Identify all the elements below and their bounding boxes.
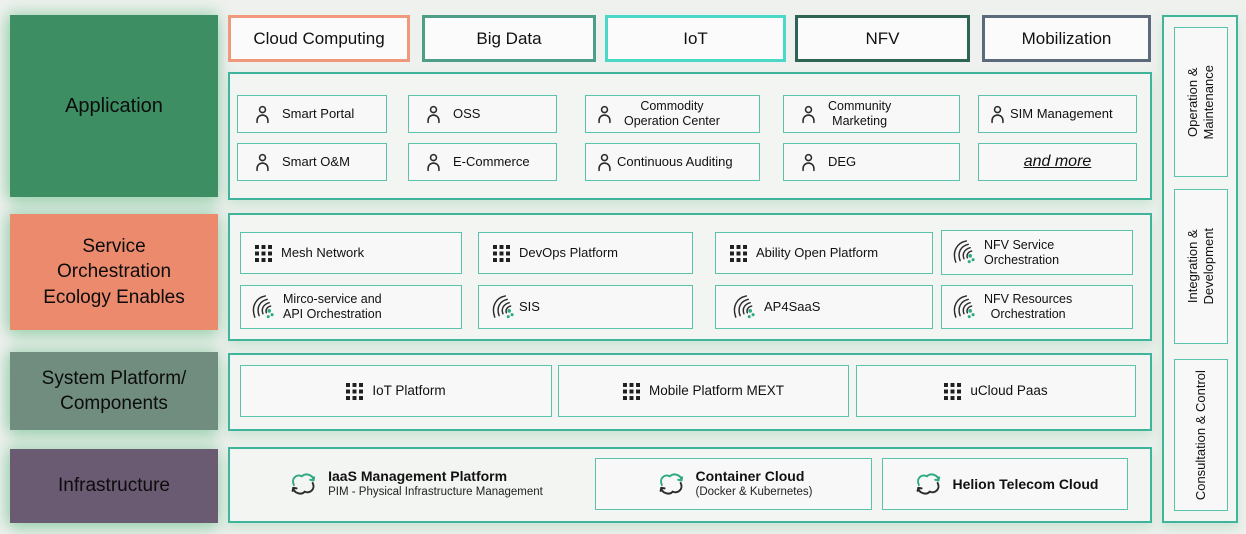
app-item-oss: OSS xyxy=(408,95,557,133)
grid-icon xyxy=(346,383,363,400)
tab-nfv: NFV xyxy=(795,15,970,62)
system-item-label: IoT Platform xyxy=(372,383,446,399)
side-panel-operation-maintenance: Operation & Maintenance xyxy=(1174,27,1228,177)
layer-label-system-platform: System Platform/ Components xyxy=(10,352,218,430)
system-item-ucloud-paas: uCloud Paas xyxy=(856,365,1136,417)
app-item-continuous-auditing: Continuous Auditing xyxy=(585,143,760,181)
orchestration-icon xyxy=(489,295,514,320)
person-icon xyxy=(987,104,1008,125)
tab-big-data: Big Data xyxy=(422,15,596,62)
service-item-nfv-resources-orchestration: NFV Resources Orchestration xyxy=(941,285,1133,329)
service-item-label: NFV Resources Orchestration xyxy=(984,292,1073,321)
grid-icon xyxy=(730,245,747,262)
app-item-label: Continuous Auditing xyxy=(617,154,733,170)
app-item-e-commerce: E-Commerce xyxy=(408,143,557,181)
orchestration-icon xyxy=(950,295,975,320)
system-item-label: Mobile Platform MEXT xyxy=(648,383,785,399)
side-panel-container: Operation & Maintenance Integration & De… xyxy=(1162,15,1238,523)
app-item-sim-management: SIM Management xyxy=(978,95,1137,133)
app-item-label: DEG xyxy=(828,154,857,170)
app-item-label: Smart Portal xyxy=(282,106,355,122)
app-item-smart-oandm: Smart O&M xyxy=(237,143,387,181)
person-icon xyxy=(798,152,819,173)
cloud-sync-icon xyxy=(287,471,319,497)
app-item-label: Community Marketing xyxy=(828,99,892,128)
service-item-label: Mesh Network xyxy=(281,245,365,261)
person-icon xyxy=(252,152,273,173)
person-icon xyxy=(594,152,615,173)
layer-label-infrastructure: Infrastructure xyxy=(10,449,218,523)
side-panel-label: Consultation & Control xyxy=(1192,369,1208,501)
service-item-label: AP4SaaS xyxy=(764,299,821,315)
app-item-label: and more xyxy=(1023,152,1092,170)
service-item-label: Ability Open Platform xyxy=(756,245,879,261)
app-item-commodity-operation-center: Commodity Operation Center xyxy=(585,95,760,133)
person-icon xyxy=(798,104,819,125)
service-item-devops-platform: DevOps Platform xyxy=(478,232,693,274)
grid-icon xyxy=(493,245,510,262)
infra-item-container-cloud: Container Cloud (Docker & Kubernetes) xyxy=(595,458,872,510)
orchestration-icon xyxy=(950,240,975,265)
cloud-sync-icon xyxy=(655,471,687,497)
side-panel-integration-development: Integration & Development xyxy=(1174,189,1228,344)
service-item-mesh-network: Mesh Network xyxy=(240,232,462,274)
grid-icon xyxy=(944,383,961,400)
person-icon xyxy=(594,104,615,125)
person-icon xyxy=(252,104,273,125)
infra-item-iaas-management: IaaS Management Platform PIM - Physical … xyxy=(250,458,580,510)
system-item-iot-platform: IoT Platform xyxy=(240,365,552,417)
service-item-nfv-service-orchestration: NFV Service Orchestration xyxy=(941,230,1133,275)
infra-item-title: Container Cloud xyxy=(695,468,805,485)
person-icon xyxy=(423,104,444,125)
side-panel-label: Operation & Maintenance xyxy=(1184,64,1217,140)
app-item-label: OSS xyxy=(453,106,481,122)
app-item-label: Smart O&M xyxy=(282,154,350,170)
service-item-label: SIS xyxy=(519,299,540,315)
service-item-label: NFV Service Orchestration xyxy=(984,237,1060,267)
system-item-label: uCloud Paas xyxy=(970,383,1048,399)
app-item-deg: DEG xyxy=(783,143,960,181)
tab-iot: IoT xyxy=(605,15,786,62)
app-item-smart-portal: Smart Portal xyxy=(237,95,387,133)
cloud-sync-icon xyxy=(912,471,944,497)
service-item-label: Mirco-service and API Orchestration xyxy=(283,292,382,321)
app-item-label: Commodity Operation Center xyxy=(624,99,720,128)
infra-item-title: IaaS Management Platform xyxy=(328,468,508,485)
system-item-mobile-platform-mext: Mobile Platform MEXT xyxy=(558,365,849,417)
person-icon xyxy=(423,152,444,173)
app-item-label: SIM Management xyxy=(1010,106,1113,122)
orchestration-icon xyxy=(249,295,274,320)
service-item-label: DevOps Platform xyxy=(519,245,618,261)
grid-icon xyxy=(255,245,272,262)
side-panel-consultation-control: Consultation & Control xyxy=(1174,359,1228,511)
grid-icon xyxy=(623,383,640,400)
infra-item-subtitle: (Docker & Kubernetes) xyxy=(695,486,813,499)
layer-label-application: Application xyxy=(10,15,218,197)
service-item-mircoservice-api-orchestration: Mirco-service and API Orchestration xyxy=(240,285,462,329)
orchestration-icon xyxy=(730,295,755,320)
service-item-ap4saas: AP4SaaS xyxy=(715,285,933,329)
tab-cloud-computing: Cloud Computing xyxy=(228,15,410,62)
layer-label-service-orchestration: Service Orchestration Ecology Enables xyxy=(10,214,218,330)
app-item-and-more: and more xyxy=(978,143,1137,181)
tab-mobilization: Mobilization xyxy=(982,15,1151,62)
app-item-community-marketing: Community Marketing xyxy=(783,95,960,133)
service-item-ability-open-platform: Ability Open Platform xyxy=(715,232,933,274)
side-panel-label: Integration & Development xyxy=(1184,228,1217,305)
app-item-label: E-Commerce xyxy=(453,154,530,170)
infra-item-subtitle: PIM - Physical Infrastructure Management xyxy=(328,486,543,499)
infra-item-title: Helion Telecom Cloud xyxy=(952,475,1099,492)
service-item-sis: SIS xyxy=(478,285,693,329)
infra-item-helion-telecom-cloud: Helion Telecom Cloud xyxy=(882,458,1128,510)
